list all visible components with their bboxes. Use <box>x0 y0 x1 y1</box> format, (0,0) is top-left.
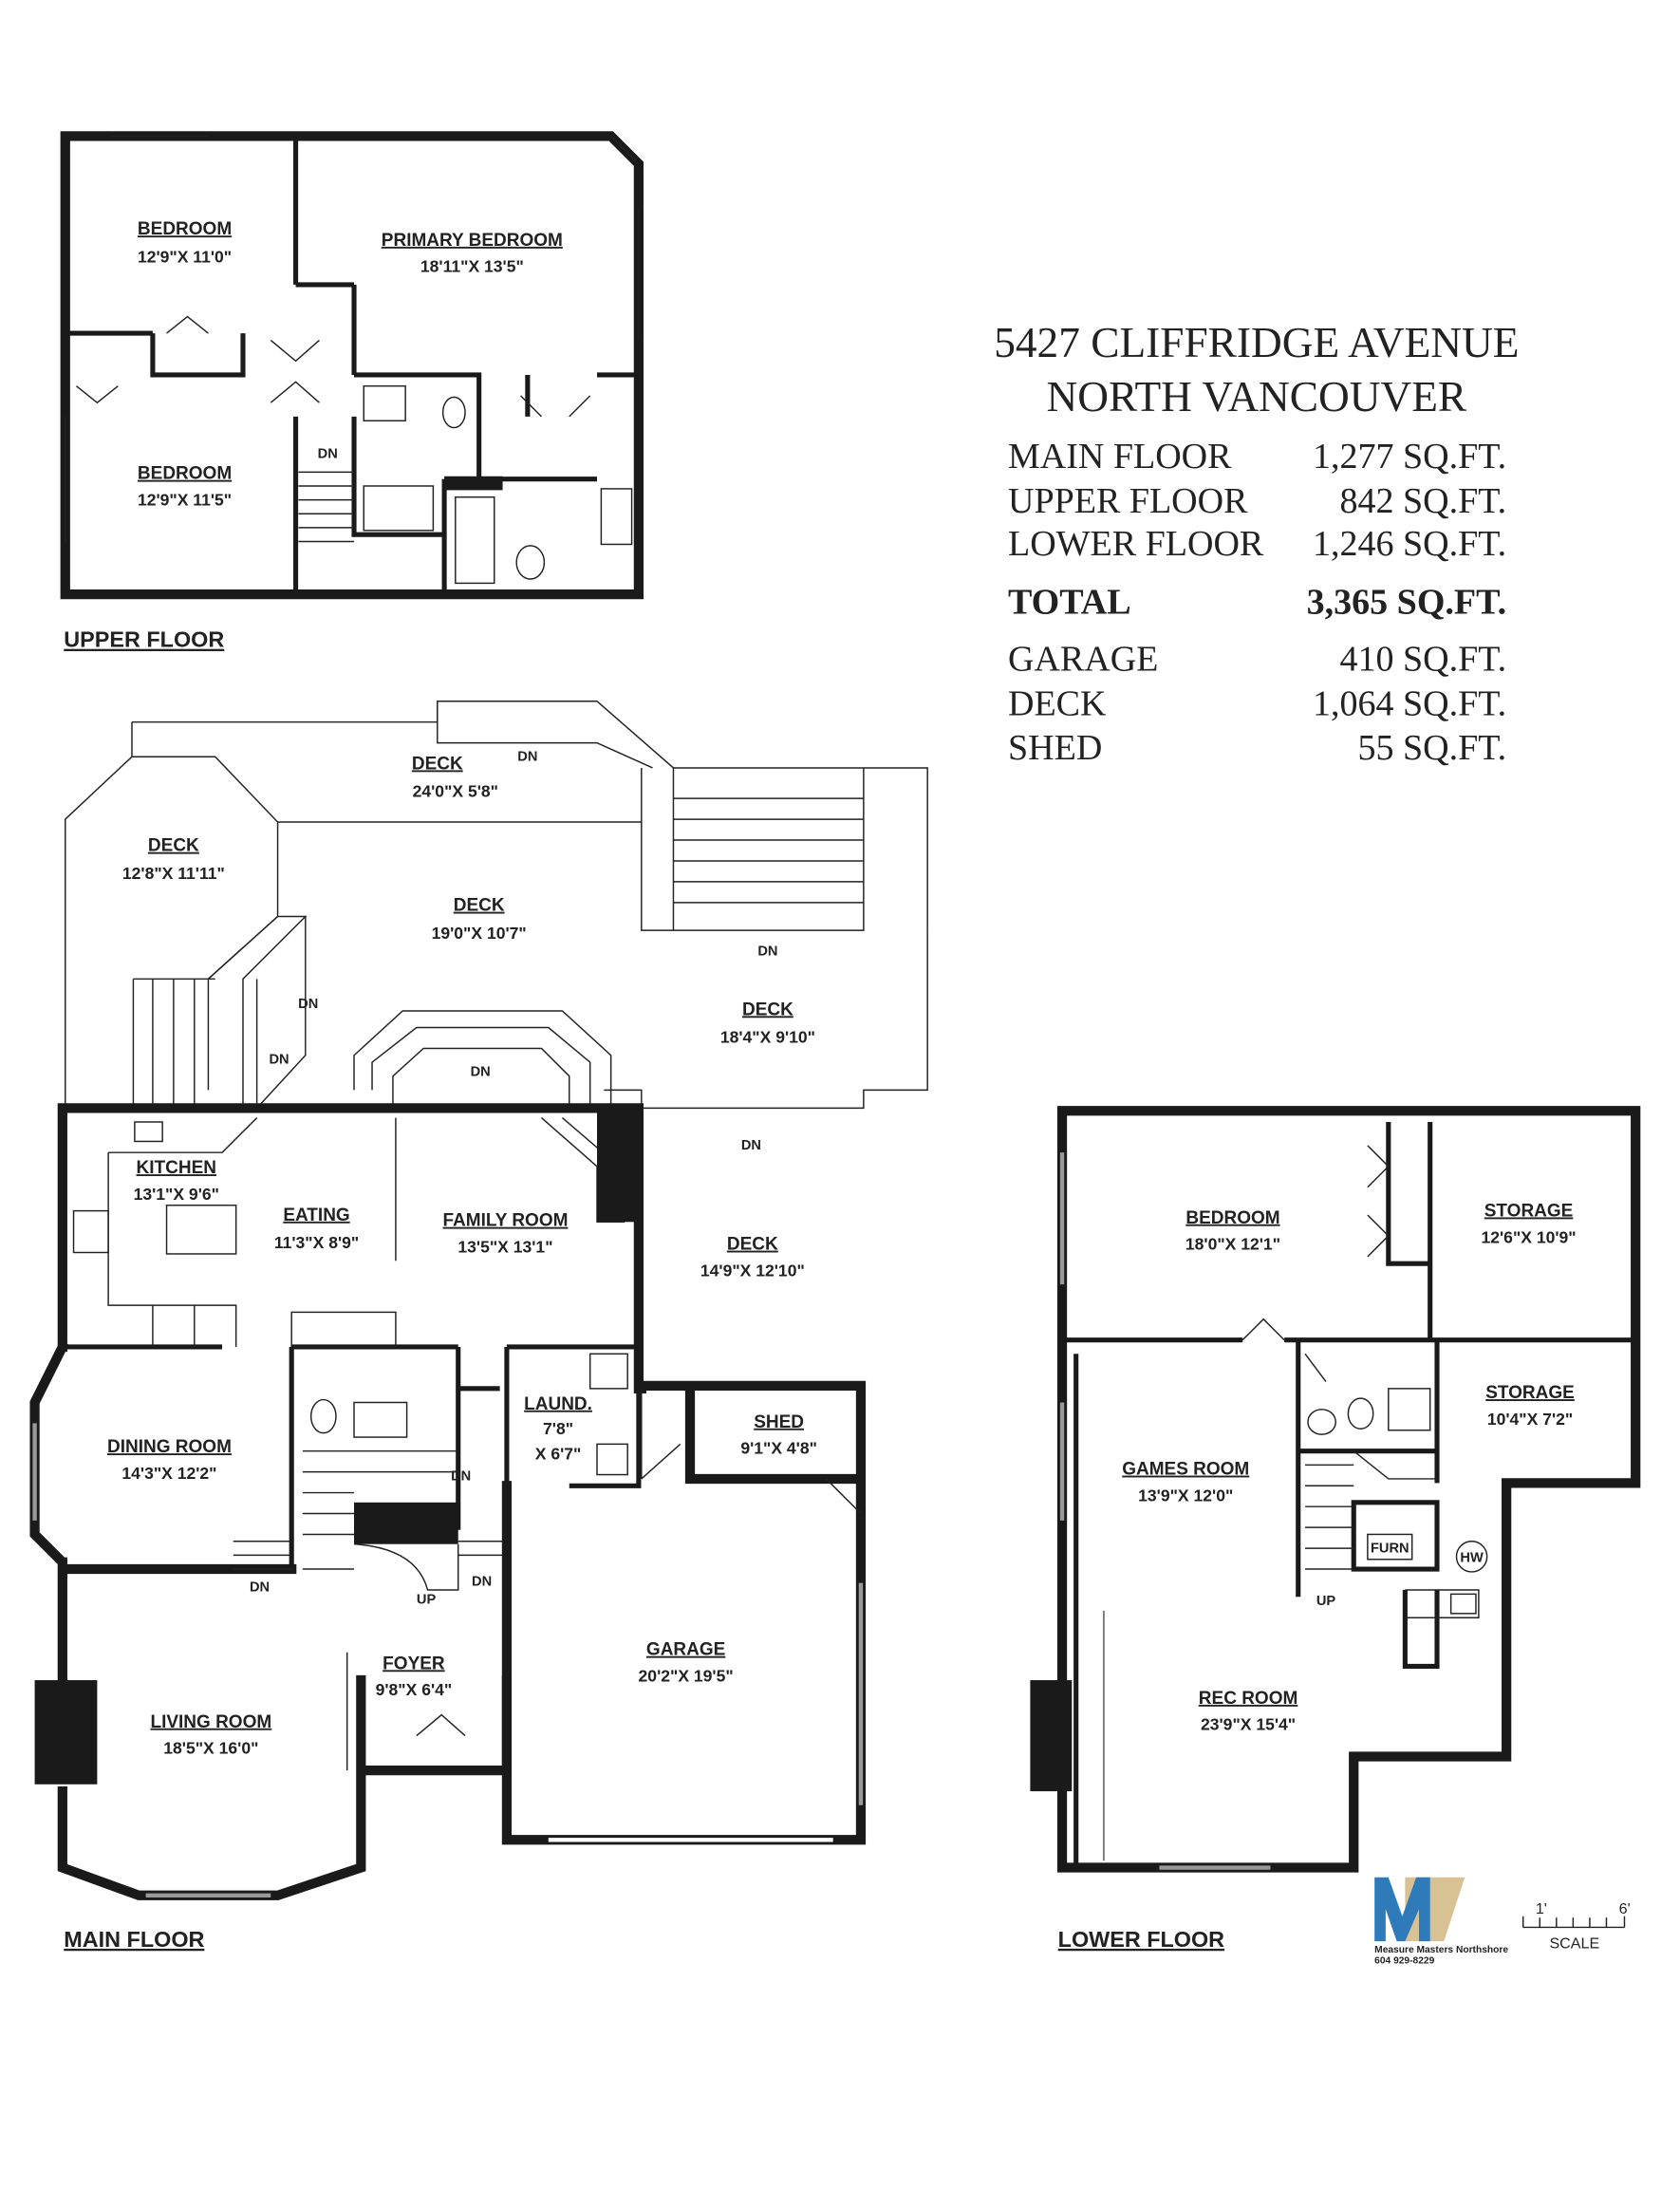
room-dims: 14'9"X 12'10" <box>700 1261 805 1280</box>
area-value: 55 SQ.FT. <box>1357 728 1506 768</box>
room-dims: 18'5"X 16'0" <box>163 1739 258 1758</box>
down-marker: DN <box>250 1580 270 1595</box>
company-logo: Measure Masters Northshore 604 929-8229 <box>1374 1877 1508 1966</box>
area-value: 1,277 SQ.FT. <box>1313 437 1506 477</box>
down-marker: DN <box>318 447 338 462</box>
address: 5427 CLIFFRIDGE AVENUE <box>994 319 1519 366</box>
room-dims: 9'8"X 6'4" <box>376 1680 453 1699</box>
room-name: FAMILY ROOM <box>442 1211 568 1231</box>
floor-label: UPPER FLOOR <box>64 627 224 652</box>
scale-start: 1' <box>1536 1900 1547 1917</box>
area-label: UPPER FLOOR <box>1008 481 1248 521</box>
room-name: STORAGE <box>1484 1201 1574 1221</box>
room-dims: 7'8" <box>543 1419 573 1438</box>
down-marker: DN <box>741 1138 761 1153</box>
area-label: LOWER FLOOR <box>1008 524 1264 564</box>
scale-label: SCALE <box>1549 1935 1599 1952</box>
room-dims: 18'0"X 12'1" <box>1185 1235 1280 1254</box>
room-name: REC ROOM <box>1199 1689 1297 1709</box>
main-floor-plan: DECK 24'0"X 5'8" DECK 12'8"X 11'11" DECK… <box>29 701 928 1952</box>
room-dims: 13'9"X 12'0" <box>1138 1486 1233 1505</box>
property-summary: 5427 CLIFFRIDGE AVENUE NORTH VANCOUVER M… <box>994 319 1519 768</box>
area-value: 410 SQ.FT. <box>1339 640 1506 680</box>
room-dims: 24'0"X 5'8" <box>413 782 498 801</box>
lower-floor-plan: BEDROOM 18'0"X 12'1" STORAGE 12'6"X 10'9… <box>1030 1106 1641 1952</box>
area-label: SHED <box>1008 728 1102 768</box>
area-label: TOTAL <box>1008 583 1131 623</box>
floor-label: MAIN FLOOR <box>64 1927 204 1952</box>
down-marker: DN <box>451 1468 471 1484</box>
room-name: SHED <box>754 1412 804 1432</box>
area-label: GARAGE <box>1008 640 1158 680</box>
room-dims: 10'4"X 7'2" <box>1487 1410 1573 1429</box>
room-name: DECK <box>742 1000 793 1019</box>
furnace-label: FURN <box>1371 1541 1409 1556</box>
room-dims: 11'3"X 8'9" <box>274 1233 359 1252</box>
up-marker: UP <box>417 1593 437 1608</box>
room-dims: 9'1"X 4'8" <box>740 1439 817 1458</box>
room-name: GAMES ROOM <box>1122 1460 1249 1480</box>
company-name: Measure Masters Northshore <box>1374 1945 1508 1955</box>
area-value: 1,246 SQ.FT. <box>1313 524 1506 564</box>
room-dims: 12'9"X 11'0" <box>138 247 232 266</box>
room-name: STORAGE <box>1485 1383 1575 1403</box>
room-name: DECK <box>454 896 505 916</box>
hot-water-label: HW <box>1460 1551 1484 1566</box>
room-dims: 18'11"X 13'5" <box>420 257 524 276</box>
room-name: DECK <box>412 754 463 774</box>
area-label: DECK <box>1008 683 1107 723</box>
room-dims: 18'4"X 9'10" <box>720 1028 815 1047</box>
down-marker: DN <box>471 1065 491 1080</box>
room-dims: 12'6"X 10'9" <box>1481 1227 1576 1246</box>
down-marker: DN <box>269 1053 289 1068</box>
room-dims: 19'0"X 10'7" <box>432 924 527 943</box>
floor-label: LOWER FLOOR <box>1058 1927 1225 1952</box>
room-name: EATING <box>283 1206 349 1225</box>
room-name: BEDROOM <box>138 219 232 239</box>
room-name: BEDROOM <box>1185 1208 1279 1228</box>
room-dims: 20'2"X 19'5" <box>639 1667 734 1686</box>
room-dims: 14'3"X 12'2" <box>121 1464 216 1483</box>
room-dims: 23'9"X 15'4" <box>1201 1715 1296 1734</box>
scale-end: 6' <box>1619 1900 1631 1917</box>
room-name: LIVING ROOM <box>150 1712 271 1732</box>
city: NORTH VANCOUVER <box>1047 373 1467 421</box>
room-name: BEDROOM <box>138 464 232 484</box>
area-value: 1,064 SQ.FT. <box>1313 683 1506 723</box>
room-dims: 12'8"X 11'11" <box>122 864 225 883</box>
room-dims: 12'9"X 11'5" <box>138 490 232 509</box>
room-name: PRIMARY BEDROOM <box>382 231 563 251</box>
room-dims: 13'5"X 13'1" <box>457 1237 552 1256</box>
area-value: 3,365 SQ.FT. <box>1307 583 1507 623</box>
room-name: KITCHEN <box>137 1158 216 1178</box>
room-name: DECK <box>148 836 199 856</box>
down-marker: DN <box>298 997 318 1012</box>
room-name: DINING ROOM <box>107 1437 232 1457</box>
room-name: DECK <box>727 1235 778 1255</box>
room-dims: 13'1"X 9'6" <box>134 1185 219 1204</box>
company-phone: 604 929-8229 <box>1374 1955 1434 1966</box>
down-marker: DN <box>757 944 777 959</box>
room-name: GARAGE <box>646 1640 725 1660</box>
room-name: FOYER <box>383 1654 445 1673</box>
down-marker: DN <box>517 750 537 765</box>
room-dims: X 6'7" <box>535 1444 582 1463</box>
down-marker: DN <box>472 1575 492 1590</box>
scale-bar: 1' 6' SCALE <box>1521 1900 1631 1952</box>
area-value: 842 SQ.FT. <box>1339 481 1506 521</box>
upper-floor-plan: BEDROOM 12'9"X 11'0" PRIMARY BEDROOM 18'… <box>60 131 644 652</box>
area-label: MAIN FLOOR <box>1008 437 1232 477</box>
room-name: LAUND. <box>524 1394 592 1414</box>
up-marker: UP <box>1316 1594 1336 1609</box>
